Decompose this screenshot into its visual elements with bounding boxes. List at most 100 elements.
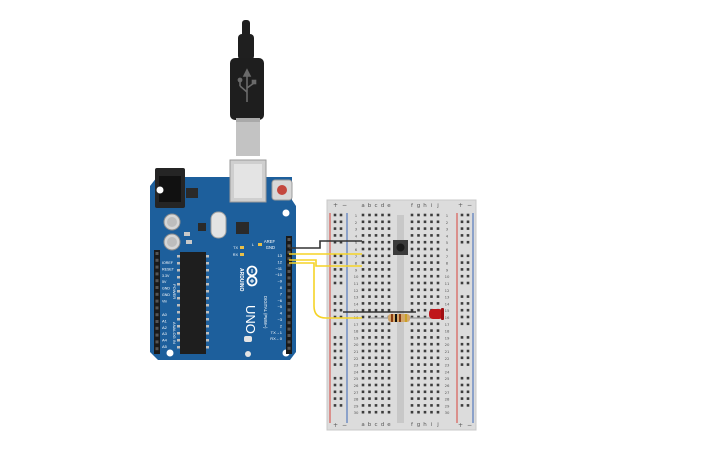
rail-hole[interactable] [460, 281, 464, 285]
breadboard-hole[interactable] [423, 397, 427, 400]
breadboard-hole[interactable] [374, 295, 378, 298]
breadboard-hole[interactable] [368, 220, 371, 224]
breadboard-hole[interactable] [423, 383, 427, 387]
wire-pin11[interactable] [289, 262, 362, 319]
rail-hole[interactable] [460, 336, 464, 339]
breadboard-hole[interactable] [423, 349, 427, 353]
breadboard-hole[interactable] [387, 322, 391, 326]
rail-hole[interactable] [466, 376, 470, 380]
breadboard-hole[interactable] [410, 227, 414, 230]
breadboard-hole[interactable] [410, 376, 414, 380]
header-pin[interactable] [155, 326, 159, 330]
breadboard-hole[interactable] [374, 404, 378, 407]
breadboard-hole[interactable] [387, 349, 391, 353]
rail-hole[interactable] [339, 308, 343, 312]
breadboard-hole[interactable] [368, 336, 371, 339]
breadboard-hole[interactable] [374, 274, 378, 278]
rail-hole[interactable] [333, 240, 337, 244]
breadboard-hole[interactable] [374, 281, 378, 285]
breadboard-hole[interactable] [423, 410, 427, 414]
breadboard-hole[interactable] [387, 363, 391, 366]
breadboard-hole[interactable] [417, 308, 420, 312]
rail-hole[interactable] [339, 315, 343, 319]
breadboard-hole[interactable] [368, 329, 371, 332]
breadboard-hole[interactable] [361, 397, 365, 400]
rail-hole[interactable] [339, 281, 343, 285]
breadboard-hole[interactable] [410, 383, 414, 387]
breadboard-hole[interactable] [368, 349, 371, 353]
breadboard-hole[interactable] [361, 254, 365, 258]
breadboard-hole[interactable] [410, 254, 414, 258]
breadboard-hole[interactable] [417, 363, 420, 366]
breadboard-hole[interactable] [436, 234, 440, 237]
breadboard-hole[interactable] [387, 390, 391, 394]
breadboard-hole[interactable] [381, 288, 384, 292]
breadboard-hole[interactable] [430, 302, 433, 305]
rail-hole[interactable] [339, 213, 343, 217]
breadboard-hole[interactable] [436, 342, 440, 346]
breadboard-hole[interactable] [361, 404, 365, 407]
breadboard-hole[interactable] [417, 336, 420, 339]
breadboard-hole[interactable] [436, 295, 440, 298]
rail-hole[interactable] [460, 227, 464, 230]
breadboard-hole[interactable] [436, 220, 440, 224]
breadboard-hole[interactable] [361, 281, 365, 285]
breadboard-hole[interactable] [436, 349, 440, 353]
breadboard-hole[interactable] [423, 308, 427, 312]
breadboard-hole[interactable] [417, 288, 420, 292]
rail-hole[interactable] [466, 234, 470, 237]
breadboard-hole[interactable] [374, 302, 378, 305]
breadboard-hole[interactable] [410, 356, 414, 360]
breadboard-hole[interactable] [430, 383, 433, 387]
rail-hole[interactable] [333, 308, 337, 312]
rail-hole[interactable] [333, 383, 337, 387]
breadboard-hole[interactable] [361, 370, 365, 373]
breadboard-hole[interactable] [410, 336, 414, 339]
breadboard-hole[interactable] [381, 404, 384, 407]
header-pin[interactable] [155, 265, 159, 269]
breadboard-hole[interactable] [436, 356, 440, 360]
breadboard-hole[interactable] [374, 288, 378, 292]
breadboard-hole[interactable] [361, 363, 365, 366]
red-led[interactable] [420, 308, 444, 320]
breadboard-hole[interactable] [423, 274, 427, 278]
rail-hole[interactable] [466, 363, 470, 366]
breadboard-hole[interactable] [417, 261, 420, 264]
header-pin[interactable] [287, 321, 291, 325]
breadboard-hole[interactable] [410, 240, 414, 244]
rail-hole[interactable] [466, 315, 470, 319]
breadboard-hole[interactable] [436, 363, 440, 366]
breadboard-hole[interactable] [374, 220, 378, 224]
breadboard-hole[interactable] [410, 397, 414, 400]
breadboard-hole[interactable] [436, 302, 440, 305]
breadboard-hole[interactable] [374, 247, 378, 251]
breadboard-hole[interactable] [423, 336, 427, 339]
breadboard-hole[interactable] [361, 288, 365, 292]
rail-hole[interactable] [339, 254, 343, 258]
rail-hole[interactable] [460, 322, 464, 326]
rail-hole[interactable] [466, 295, 470, 298]
header-pin[interactable] [155, 333, 159, 337]
breadboard-hole[interactable] [430, 363, 433, 366]
breadboard-hole[interactable] [361, 240, 365, 244]
header-pin[interactable] [287, 276, 291, 280]
wire-pin12[interactable] [289, 259, 362, 267]
rail-hole[interactable] [333, 390, 337, 394]
breadboard-hole[interactable] [387, 261, 391, 264]
breadboard-hole[interactable] [423, 342, 427, 346]
breadboard-hole[interactable] [368, 342, 371, 346]
breadboard-hole[interactable] [430, 342, 433, 346]
breadboard-hole[interactable] [417, 390, 420, 394]
header-pin[interactable] [287, 257, 291, 261]
breadboard-hole[interactable] [387, 342, 391, 346]
breadboard-hole[interactable] [436, 390, 440, 394]
breadboard-hole[interactable] [436, 288, 440, 292]
rail-hole[interactable] [460, 302, 464, 305]
breadboard-hole[interactable] [381, 234, 384, 237]
rail-hole[interactable] [339, 234, 343, 237]
breadboard-hole[interactable] [436, 240, 440, 244]
breadboard-hole[interactable] [374, 315, 378, 319]
breadboard-hole[interactable] [436, 370, 440, 373]
breadboard-hole[interactable] [410, 288, 414, 292]
breadboard-hole[interactable] [417, 213, 420, 217]
